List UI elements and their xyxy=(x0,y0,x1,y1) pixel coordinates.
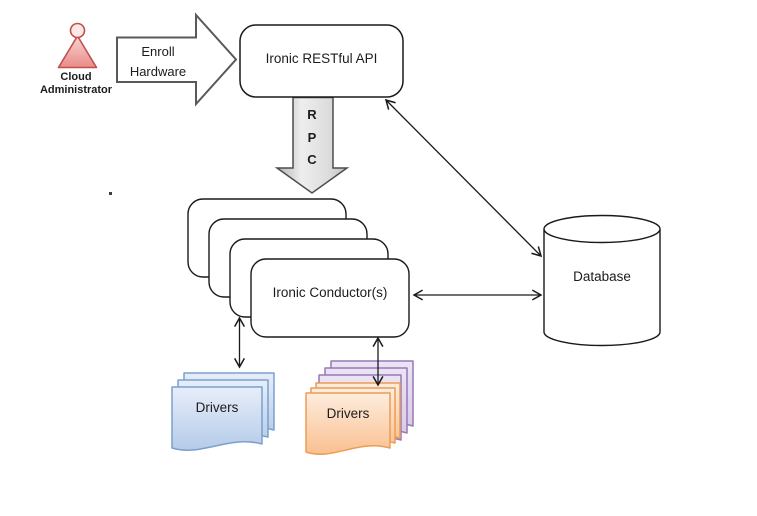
cloud-administrator-label: Cloud Administrator xyxy=(28,71,124,97)
enroll-hardware-label: Enroll Hardware xyxy=(119,42,197,82)
database-top xyxy=(543,214,661,244)
drivers-blue-label: Drivers xyxy=(195,400,239,415)
database-body xyxy=(543,229,661,347)
actor-label-line1: Cloud xyxy=(60,71,92,83)
cloud-administrator-icon xyxy=(57,22,98,69)
enroll-label-line1: Enroll xyxy=(141,44,175,59)
rpc-arrow xyxy=(274,96,350,194)
rpc-label: R P C xyxy=(299,104,325,172)
conductor-box-front xyxy=(250,258,410,338)
connectors xyxy=(233,98,543,387)
conductor-stack xyxy=(187,198,410,338)
orange-doc-front xyxy=(305,392,391,455)
api-database-arrow xyxy=(384,98,543,258)
rpc-letter-p: P xyxy=(307,129,317,145)
ironic-restful-api-label: Ironic RESTful API xyxy=(265,51,378,66)
stray-dot xyxy=(109,192,112,195)
actor-body xyxy=(57,35,98,69)
actor-head xyxy=(69,22,86,39)
drivers-stack-orange xyxy=(305,382,401,455)
ironic-restful-api-box xyxy=(239,24,404,98)
drivers-stack-blue xyxy=(171,372,275,451)
enroll-label-line2: Hardware xyxy=(129,64,187,79)
blue-doc-front xyxy=(171,386,263,451)
drivers-orange-label: Drivers xyxy=(326,406,370,421)
rpc-letter-c: C xyxy=(307,152,317,167)
database-cylinder xyxy=(543,214,661,347)
enroll-hardware-arrow xyxy=(116,12,238,107)
actor-label-line2: Administrator xyxy=(39,84,113,96)
rpc-letter-r: R xyxy=(307,107,317,122)
database-label: Database xyxy=(573,269,631,284)
ironic-conductors-label: Ironic Conductor(s) xyxy=(272,285,388,300)
